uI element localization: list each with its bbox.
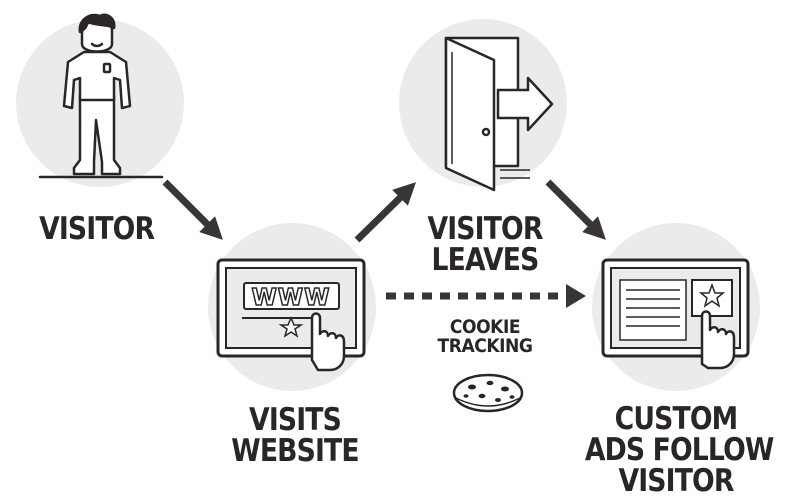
visits-website-line-1: VISITS — [249, 402, 342, 438]
website-monitor-icon: WWW — [216, 258, 366, 372]
custom-ads-line-1: CUSTOM — [614, 401, 739, 437]
www-text: WWW — [251, 285, 330, 311]
visitor-leaves-line-2: LEAVES — [431, 242, 540, 278]
arrow-leaves-to-ads — [545, 179, 606, 240]
cookie-tracking-label: COOKIE TRACKING — [422, 318, 548, 356]
pointing-hand-icon — [310, 312, 346, 372]
visits-website-line-2: WEBSITE — [231, 433, 359, 469]
door-exit-icon — [444, 36, 554, 192]
arrow-website-to-leaves — [354, 182, 416, 243]
cookie-icon — [452, 373, 524, 413]
visits-website-label: VISITS WEBSITE — [218, 405, 373, 467]
custom-ads-line-3: VISITOR — [618, 463, 734, 498]
star-icon — [698, 282, 726, 308]
visitor-label: VISITOR — [39, 211, 155, 247]
arrow-visitor-to-website — [162, 179, 223, 240]
visitor-leaves-line-1: VISITOR — [427, 211, 543, 247]
visitor-label-line: VISITOR — [39, 211, 155, 247]
person-icon — [38, 13, 164, 179]
cookie-tracking-line-1: COOKIE — [449, 316, 521, 338]
custom-ads-line-2: ADS FOLLOW — [584, 432, 774, 468]
visitor-leaves-label: VISITOR LEAVES — [412, 214, 558, 276]
cookie-tracking-line-2: TRACKING — [437, 335, 533, 357]
custom-ads-label: CUSTOM ADS FOLLOW VISITOR — [584, 401, 774, 498]
pointing-hand-icon — [700, 310, 736, 370]
dashed-arrow-head — [566, 284, 586, 308]
ads-monitor-icon — [601, 258, 750, 370]
